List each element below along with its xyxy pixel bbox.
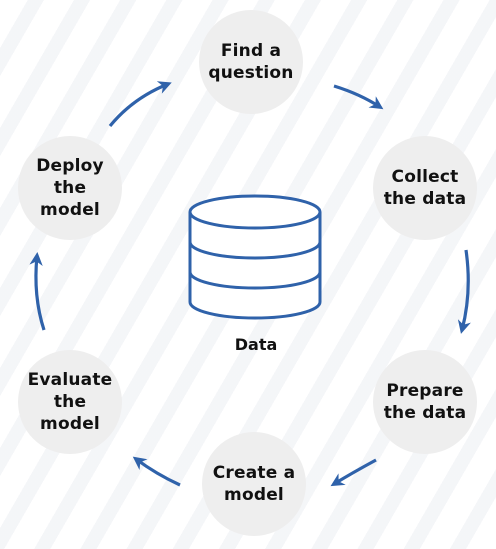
- node-find-a-question: Find a question: [199, 10, 303, 114]
- node-deploy-the-model: Deploy the model: [18, 136, 122, 240]
- arrow-create-to-evaluate: [132, 456, 181, 487]
- arrow-collect-to-prepare: [457, 249, 471, 334]
- node-label: Prepare the data: [383, 381, 467, 423]
- node-evaluate-the-model: Evaluate the model: [18, 350, 122, 454]
- arrow-prepare-to-create: [330, 458, 377, 487]
- data-label: Data: [234, 335, 278, 354]
- node-label: Deploy the model: [36, 156, 104, 220]
- node-label: Collect the data: [383, 167, 467, 209]
- database-icon: [188, 194, 322, 320]
- node-collect-the-data: Collect the data: [373, 136, 477, 240]
- arrow-evaluate-to-deploy: [29, 251, 46, 331]
- node-label: Create a model: [212, 463, 296, 505]
- node-prepare-the-data: Prepare the data: [373, 350, 477, 454]
- arrow-deploy-to-find: [108, 81, 172, 128]
- node-label: Evaluate the model: [27, 370, 113, 434]
- node-create-a-model: Create a model: [202, 432, 306, 536]
- arrow-find-to-collect: [333, 84, 384, 110]
- node-label: Find a question: [208, 41, 294, 83]
